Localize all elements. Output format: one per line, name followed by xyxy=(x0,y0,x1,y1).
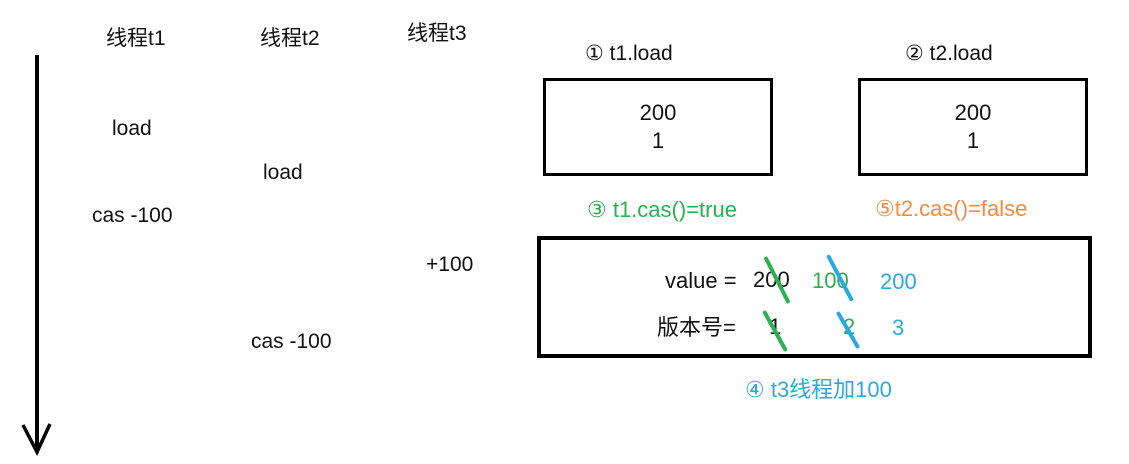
version-new: 3 xyxy=(892,315,905,340)
value-new: 200 xyxy=(880,269,917,294)
op-t2-load: load xyxy=(263,161,303,184)
snapshot-t1-box: 200 1 xyxy=(543,78,773,176)
snapshot-t2-title: ② t2.load xyxy=(905,42,993,65)
version-label: 版本号= xyxy=(657,315,736,340)
result-t1-cas: ③ t1.cas()=true xyxy=(587,197,737,222)
thread-label-t3: 线程t3 xyxy=(407,22,467,45)
value-label: value = xyxy=(665,268,737,293)
op-t1-cas: cas -100 xyxy=(92,204,173,227)
note-t3: ④ t3线程加100 xyxy=(745,377,892,402)
op-t1-load: load xyxy=(112,117,152,140)
op-t3-add: +100 xyxy=(426,253,474,276)
snapshot-t1-version: 1 xyxy=(651,128,665,153)
thread-label-t1: 线程t1 xyxy=(106,27,166,50)
time-axis-arrow xyxy=(21,55,52,456)
snapshot-t2-version: 1 xyxy=(966,128,980,153)
snapshot-t2-box: 200 1 xyxy=(858,78,1088,176)
snapshot-t1-title: ① t1.load xyxy=(585,42,673,65)
op-t2-cas: cas -100 xyxy=(251,330,332,353)
shared-state-box xyxy=(537,236,1092,358)
snapshot-t2-value: 200 xyxy=(954,100,992,125)
thread-label-t2: 线程t2 xyxy=(260,27,320,50)
snapshot-t1-value: 200 xyxy=(639,100,677,125)
result-t2-cas: ⑤t2.cas()=false xyxy=(875,196,1028,221)
